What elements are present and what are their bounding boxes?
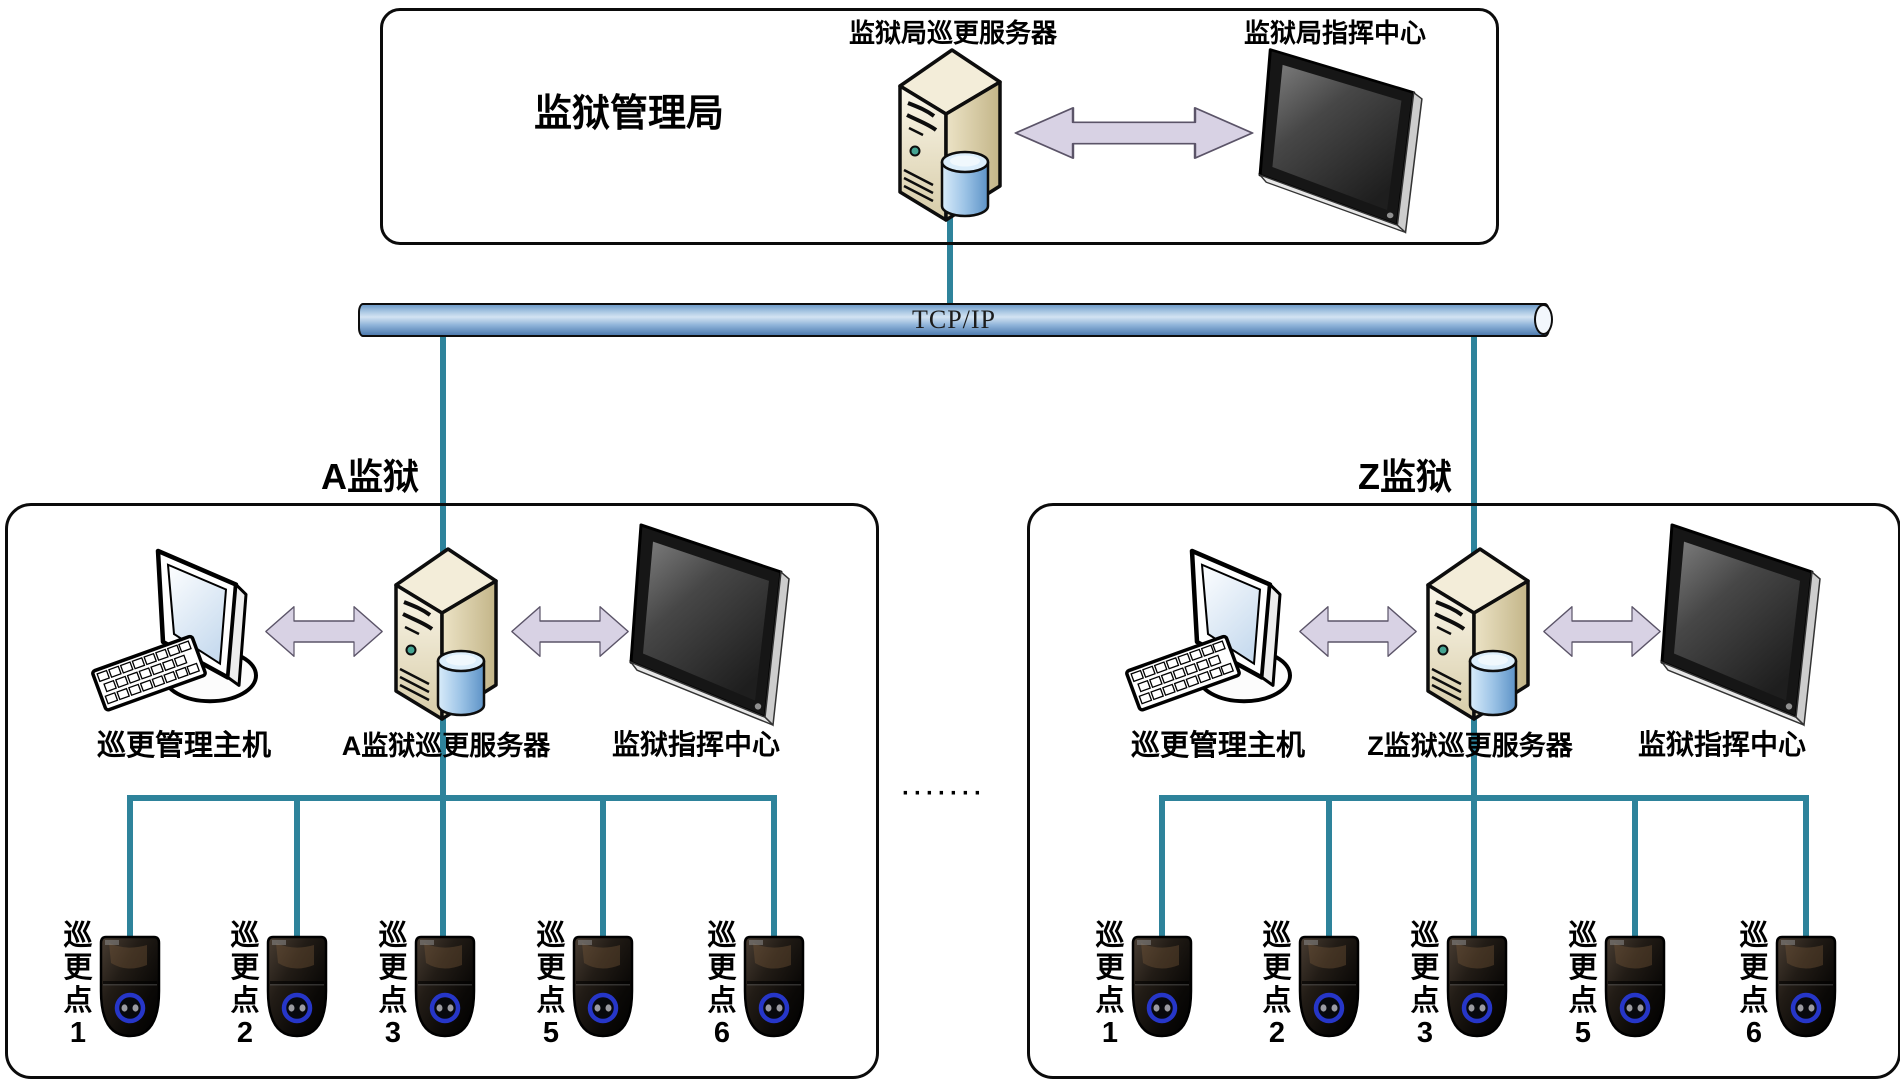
prison-a-title: A监狱	[321, 456, 419, 497]
prison-a-drop-line	[127, 795, 133, 950]
prison-z-server-label: Z监狱巡更服务器	[1367, 731, 1573, 761]
hq-title: 监狱管理局	[533, 93, 724, 135]
prison-z-box	[1027, 503, 1900, 1079]
prison-a-host-label: 巡更管理主机	[96, 730, 271, 762]
hq-server-to-bus-line	[947, 196, 953, 305]
prison-z-drop-line	[1803, 795, 1809, 950]
prison-a-drop-line	[294, 795, 300, 950]
hq-box	[380, 8, 1499, 245]
prison-z-drop-line	[1632, 795, 1638, 950]
prison-a-box	[5, 503, 879, 1079]
prison-a-server-label: A监狱巡更服务器	[341, 731, 551, 761]
hq-command-center-label: 监狱局指挥中心	[1243, 19, 1426, 48]
tcpip-label: TCP/IP	[911, 305, 997, 334]
prison-z-host-label: 巡更管理主机	[1130, 730, 1305, 762]
prison-z-title: Z监狱	[1358, 456, 1452, 497]
pipe-end-cap	[1534, 304, 1553, 335]
tcpip-network-pipe: TCP/IP	[358, 303, 1553, 337]
hq-server-label: 监狱局巡更服务器	[848, 19, 1057, 48]
prison-z-patrol-bus-line	[1159, 795, 1809, 801]
prison-z-drop-line	[1159, 795, 1165, 950]
prison-a-patrol-bus-line	[127, 795, 777, 801]
prison-a-drop-line	[771, 795, 777, 950]
prison-z-command-center-label: 监狱指挥中心	[1637, 729, 1806, 760]
ellipsis-dots: ·······	[902, 780, 986, 807]
prison-z-drop-line	[1326, 795, 1332, 950]
prison-a-command-center-label: 监狱指挥中心	[611, 729, 780, 760]
prison-a-drop-line	[600, 795, 606, 950]
